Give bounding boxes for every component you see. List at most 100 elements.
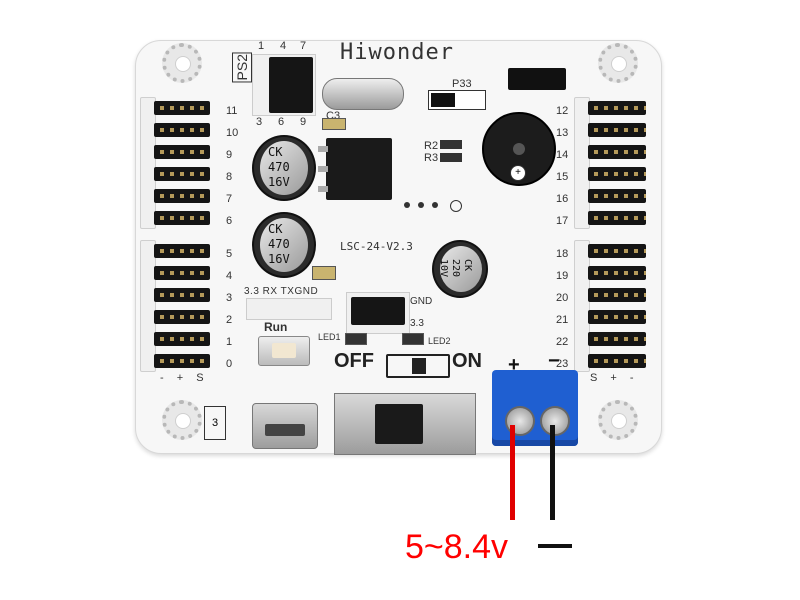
brand-logo: Hiwonder: [340, 40, 454, 65]
channel-label: 10: [226, 127, 239, 139]
servo-pin-row: [588, 310, 646, 324]
channel-label: 11: [226, 105, 238, 117]
cap1-brand: CK: [268, 145, 283, 159]
header-base: [140, 97, 156, 229]
r2-label: R2: [424, 140, 439, 152]
mounting-hole: [598, 43, 638, 83]
cap3-voltage: 10V: [438, 258, 450, 278]
servo-pin-row: [154, 145, 210, 159]
ps2-label: PS2: [232, 52, 252, 83]
pad: [432, 202, 438, 208]
ps2-pins: [269, 57, 313, 113]
switch-indicator: [386, 354, 450, 378]
channel-label: 20: [556, 292, 569, 304]
capacitor-470uf-2: CK 470 16V: [252, 212, 316, 278]
channel-label: 6: [226, 215, 233, 227]
right-pin-legend: S + -: [590, 372, 634, 384]
led1-label: LED1: [318, 332, 341, 342]
cap2-brand: CK: [268, 222, 283, 236]
channel-label: 23: [556, 358, 569, 370]
right-channel-labels: 12 13 14 15 16 17 18 19 20 21 22 23: [556, 100, 576, 375]
servo-pin-row: [588, 332, 646, 346]
terminal-plus-label: +: [508, 354, 520, 376]
left-servo-header-bottom: [140, 240, 220, 374]
led1: [345, 333, 367, 345]
ps2-pin-3: 3: [256, 116, 263, 128]
channel-label: 5: [226, 248, 233, 260]
servo-pin-row: [588, 354, 646, 368]
model-label: LSC-24-V2.3: [340, 240, 413, 253]
servo-pin-row: [154, 332, 210, 346]
resistor-r2: [440, 140, 462, 149]
regulator-pin: [318, 146, 328, 152]
servo-pin-row: [588, 123, 646, 137]
three-pin-connector: [508, 68, 566, 90]
servo-pin-row: [154, 354, 210, 368]
jumper-cap: [431, 93, 455, 107]
channel-label: 0: [226, 358, 233, 370]
servo-pin-row: [588, 145, 646, 159]
servo-pin-row: [154, 310, 210, 324]
servo-pin-row: [154, 123, 210, 137]
channel-label: 16: [556, 193, 569, 205]
capacitor-c3: [322, 118, 346, 130]
regulator-pin: [318, 186, 328, 192]
ps2-pin-1: 1: [258, 40, 265, 52]
servo-pin-row: [154, 101, 210, 115]
servo-pin-row: [588, 189, 646, 203]
resistor-r3: [440, 153, 462, 162]
switch-indicator-knob: [412, 358, 426, 374]
serial-pin-label: 3.3 RX TXGND: [244, 286, 319, 297]
run-button[interactable]: [258, 336, 310, 366]
servo-pin-row: [154, 211, 210, 225]
micro-usb-port[interactable]: [252, 403, 318, 449]
r3-label: R3: [424, 152, 439, 164]
header-base: [574, 97, 590, 229]
voltage-regulator: [326, 138, 392, 200]
servo-pin-row: [154, 266, 210, 280]
cap1-voltage: 16V: [268, 175, 290, 189]
terminal-minus-label: −: [548, 350, 560, 372]
servo-pin-row: [588, 211, 646, 225]
terminal-screw-negative[interactable]: [540, 406, 570, 436]
crystal-oscillator: [322, 78, 404, 110]
channel-label: 4: [226, 270, 233, 282]
usb-side-pad: 3: [204, 406, 226, 440]
center-header-socket: [346, 292, 410, 334]
led2: [402, 333, 424, 345]
channel-label: 12: [556, 105, 569, 117]
gnd-label: GND: [410, 296, 433, 307]
ps2-pin-9: 9: [300, 116, 307, 128]
switch-off-label: OFF: [334, 350, 374, 372]
v33-label: 3.3: [410, 318, 424, 329]
channel-label: 1: [226, 336, 233, 348]
channel-label: 7: [226, 193, 233, 205]
led2-label: LED2: [428, 336, 451, 346]
servo-pin-row: [588, 266, 646, 280]
cap3-value: 220: [450, 258, 462, 278]
channel-label: 21: [556, 314, 569, 326]
ps2-header-socket: [252, 54, 316, 116]
ps2-pin-4: 4: [280, 40, 287, 52]
positive-wire: [510, 425, 515, 520]
cap3-brand: CK: [462, 258, 474, 272]
channel-label: 8: [226, 171, 233, 183]
power-switch-slider[interactable]: [375, 404, 423, 444]
capacitor-470uf-1: CK 470 16V: [252, 135, 316, 201]
mounting-hole: [162, 400, 202, 440]
left-pin-legend: - + S: [160, 372, 204, 384]
small-capacitor: [312, 266, 336, 280]
run-button-cap[interactable]: [272, 343, 296, 358]
left-channel-labels: 11 10 9 8 7 6 5 4 3 2 1 0: [226, 100, 246, 375]
power-switch[interactable]: [334, 393, 476, 455]
serial-header: [246, 298, 332, 320]
ground-symbol: —: [538, 544, 572, 548]
cap2-value: 470: [268, 237, 290, 251]
servo-pin-row: [588, 167, 646, 181]
channel-label: 15: [556, 171, 569, 183]
pad: [418, 202, 424, 208]
switch-on-label: ON: [452, 350, 482, 372]
channel-label: 13: [556, 127, 569, 139]
header-base: [140, 240, 156, 372]
negative-wire: [550, 425, 555, 520]
